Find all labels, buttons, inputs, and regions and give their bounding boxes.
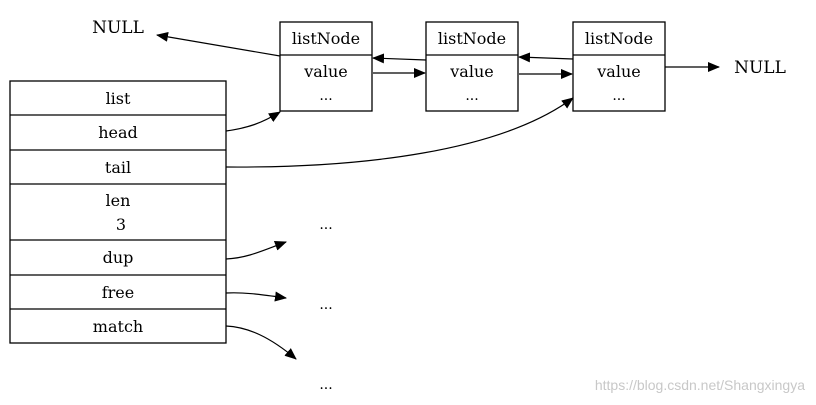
list-node-2-value: value bbox=[449, 62, 493, 81]
list-node-2: listNode value ... bbox=[425, 21, 519, 112]
list-node-3-more: ... bbox=[612, 88, 625, 104]
arrow-dup bbox=[225, 241, 287, 260]
list-node-3-title: listNode bbox=[585, 29, 653, 48]
list-free-field: free bbox=[102, 283, 135, 302]
arrow-tail-to-node3 bbox=[225, 97, 574, 168]
list-title: list bbox=[106, 89, 131, 108]
arrow-match bbox=[225, 325, 297, 360]
list-tail-field: tail bbox=[105, 158, 131, 177]
list-dup-field: dup bbox=[103, 248, 134, 267]
list-node-2-title: listNode bbox=[438, 29, 506, 48]
list-node-3: listNode value ... bbox=[572, 21, 666, 112]
arrow-node2-to-node1 bbox=[372, 53, 427, 64]
watermark: https://blog.csdn.net/Shangxingya bbox=[595, 377, 805, 393]
null-left-label: NULL bbox=[92, 18, 144, 38]
list-node-1-value: value bbox=[303, 62, 347, 81]
arrow-head-to-node1 bbox=[225, 111, 281, 132]
match-target-ellipsis: ... bbox=[319, 377, 332, 393]
arrow-node1-prev-to-null bbox=[156, 31, 281, 57]
list-struct: list head tail len 3 dup free match bbox=[9, 80, 227, 344]
list-head-field: head bbox=[98, 123, 138, 142]
list-node-2-more: ... bbox=[465, 88, 478, 104]
list-len-field: len bbox=[106, 191, 131, 210]
free-target-ellipsis: ... bbox=[319, 297, 332, 313]
arrow-free bbox=[225, 291, 287, 302]
list-node-3-value: value bbox=[596, 62, 640, 81]
list-node-1-title: listNode bbox=[292, 29, 360, 48]
dup-target-ellipsis: ... bbox=[319, 217, 332, 233]
list-match-field: match bbox=[93, 317, 143, 336]
list-node-1-more: ... bbox=[319, 88, 332, 104]
list-len-value: 3 bbox=[116, 215, 126, 234]
null-right-label: NULL bbox=[734, 58, 786, 78]
list-node-1: listNode value ... bbox=[279, 21, 373, 112]
arrow-node3-to-node2 bbox=[518, 52, 574, 63]
